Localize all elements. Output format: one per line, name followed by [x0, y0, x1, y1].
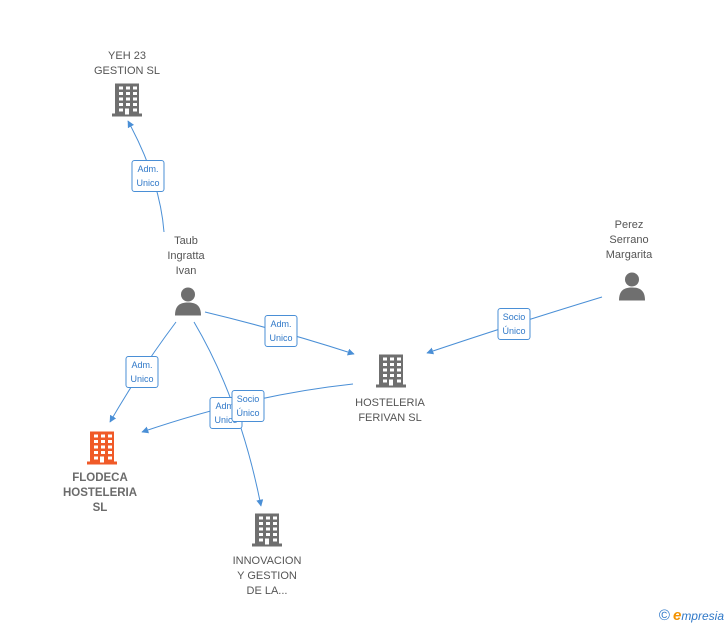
- node-label-perez[interactable]: Perez Serrano Margarita: [605, 219, 653, 261]
- person-icon[interactable]: [617, 271, 647, 306]
- building-icon[interactable]: [87, 431, 117, 470]
- building-icon[interactable]: [112, 83, 142, 122]
- edge-label-perez-ferivan: Socio Único: [497, 308, 531, 340]
- node-label-yeh23[interactable]: YEH 23 GESTION SL: [93, 50, 161, 77]
- empresia-logo: ©empresia: [658, 607, 724, 624]
- node-label-innovacion[interactable]: INNOVACION Y GESTION DE LA...: [232, 555, 302, 597]
- node-label-flodeca[interactable]: FLODECA HOSTELERIA SL: [62, 472, 138, 514]
- node-label-ferivan[interactable]: HOSTELERIA FERIVAN SL: [355, 397, 425, 424]
- building-icon[interactable]: [376, 354, 406, 393]
- edge-label-taub-ferivan: Adm. Unico: [264, 315, 298, 347]
- edge-label-ferivan-flodeca: Socio Único: [231, 390, 265, 422]
- edge-label-taub-yeh23: Adm. Unico: [131, 160, 165, 192]
- person-icon[interactable]: [173, 286, 203, 321]
- node-label-taub[interactable]: Taub Ingratta Ivan: [167, 235, 205, 277]
- copyright-icon: ©: [658, 607, 670, 624]
- building-icon[interactable]: [252, 513, 282, 552]
- edge-label-taub-flodeca: Adm. Unico: [125, 356, 159, 388]
